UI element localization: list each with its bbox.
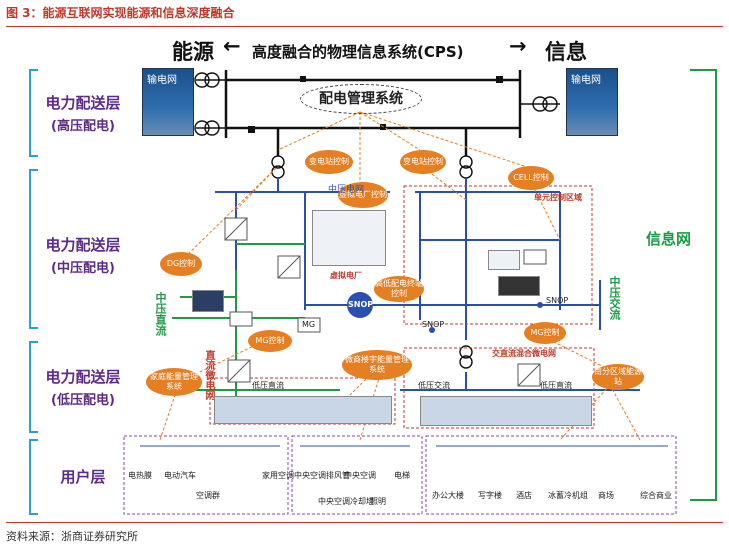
snop-label-2: SNOP: [422, 320, 445, 329]
bubble-vpp-control: 虚拟电厂控制: [338, 182, 388, 208]
bottom-rule: [6, 522, 723, 523]
info-network-label: 信息网: [646, 230, 692, 248]
user-heating-film: 电热膜: [128, 471, 152, 480]
layer-hv-name: 电力配送层: [45, 94, 121, 112]
layer-user: 用户层: [28, 466, 138, 487]
layer-hv: 电力配送层 (高压配电): [28, 92, 138, 134]
vpp-label: 虚拟电厂: [330, 271, 362, 280]
user-ice-storage: 冰蓄冷机组: [548, 491, 588, 500]
distribution-management-system: 配电管理系统: [300, 84, 422, 114]
figure-source: 资料来源：浙商证券研究所: [6, 530, 138, 543]
lv-dc-label-2: 低压直流: [540, 381, 572, 390]
layer-mv-sub: (中压配电): [51, 261, 115, 276]
bubble-commercial-ems: 微商楼宇能量管理系统: [342, 350, 412, 380]
user-mall: 商场: [598, 491, 614, 500]
left-grid-tower: 输电网: [142, 68, 194, 136]
header-left-arrow: ←: [223, 34, 241, 58]
lv-dc-label: 低压直流: [252, 381, 284, 390]
bubble-substation-2: 变电站控制: [400, 150, 446, 174]
user-cooling-tower: 中央空调冷却塔: [318, 497, 374, 506]
solar-panel-image: [192, 290, 224, 312]
layer-lv-name: 电力配送层: [45, 368, 121, 386]
header-right-arrow: →: [509, 34, 527, 58]
bubble-mg-control-2: MG控制: [524, 322, 566, 344]
bubble-home-ems: 家庭能量管理系统: [146, 368, 202, 396]
dc-buildings-image: [214, 396, 392, 424]
acdc-microgrid-label: 交直流混合微电网: [492, 349, 556, 358]
snop-label-1: SNOP: [348, 300, 374, 309]
bubble-substation-1: 变电站控制: [305, 150, 353, 174]
left-tower-label: 输电网: [147, 75, 177, 86]
bubble-terminal-control: 高低配电终端控制: [374, 276, 424, 302]
user-office: 办公大楼: [432, 491, 464, 500]
layer-lv-sub: (低压配电): [51, 393, 115, 408]
user-writing-building: 写字楼: [478, 491, 502, 500]
bubble-regional-station: 南分区域能源站: [592, 364, 644, 390]
mv-dc-label: 中压直流: [154, 292, 167, 336]
user-central-ac: 中央空调: [344, 471, 376, 480]
user-commercial: 综合商业: [640, 491, 672, 500]
vpp-equipment-image: [312, 210, 386, 266]
mv-ac-label: 中压交流: [608, 276, 621, 320]
battery-image: [498, 276, 540, 296]
layer-mv: 电力配送层 (中压配电): [28, 234, 138, 276]
user-hotel: 酒店: [516, 491, 532, 500]
layer-lv: 电力配送层 (低压配电): [28, 366, 138, 408]
ac-buildings-image: [420, 396, 592, 426]
layer-mv-name: 电力配送层: [45, 236, 121, 254]
user-ac-group: 空调群: [196, 491, 220, 500]
snop-label-3: SNOP: [546, 296, 569, 305]
mg-label: MG: [302, 320, 316, 329]
mv-grid-label: 中压电网: [328, 185, 365, 195]
bubble-dg-control: DG控制: [160, 252, 202, 276]
bubble-mg-control-1: MG控制: [248, 330, 292, 352]
right-grid-tower: 输电网: [566, 68, 618, 136]
user-elevator: 电梯: [394, 471, 410, 480]
user-home-ac: 家用空调: [262, 471, 294, 480]
dc-microgrid-label: 直流微电网: [203, 350, 214, 400]
user-lighting: 照明: [370, 497, 386, 506]
layer-user-name: 用户层: [60, 468, 106, 486]
ev-image: [488, 250, 520, 270]
header-cps: 高度融合的物理信息系统(CPS): [252, 43, 464, 61]
layer-hv-sub: (高压配电): [51, 119, 115, 134]
header-info: 信息: [545, 40, 587, 64]
lv-ac-label: 低压交流: [418, 381, 450, 390]
header-energy: 能源: [172, 40, 214, 64]
right-tower-label: 输电网: [571, 75, 601, 86]
top-rule: [6, 26, 723, 27]
bubble-cell-control: CELL控制: [508, 166, 554, 190]
cell-area-label: 单元控制区域: [534, 193, 582, 202]
user-central-ac-exhaust: 中央空调排风管: [294, 471, 350, 480]
user-ev: 电动汽车: [164, 471, 196, 480]
figure-title: 图 3：能源互联网实现能源和信息深度融合: [6, 6, 235, 20]
